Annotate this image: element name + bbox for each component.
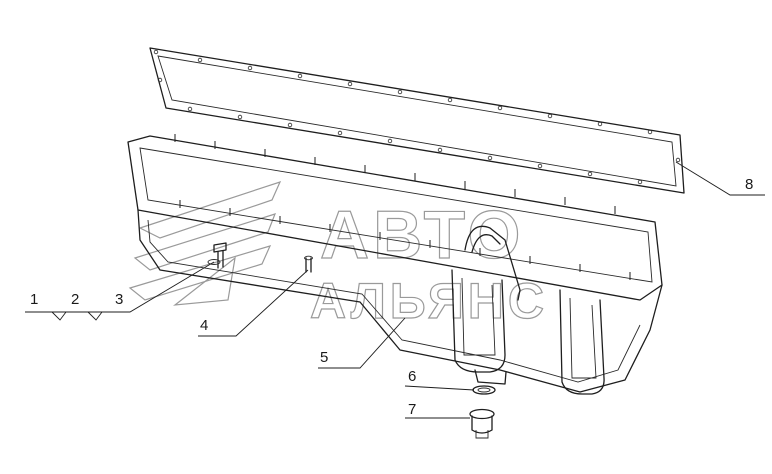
bolt-parts-1-3 [207,242,227,269]
sealing-ring-part-6 [472,385,496,395]
oil-pan-part-5 [127,134,663,395]
leader-8 [675,161,765,196]
callout-3: 3 [115,291,123,308]
callout-1: 1 [30,291,38,308]
callout-labels: 1 2 3 4 5 6 7 8 [30,176,753,418]
callout-8: 8 [745,176,753,193]
leader-tick-2 [87,311,103,321]
leader-4 [198,269,309,337]
flange-bolts [174,134,631,280]
callout-5: 5 [320,349,328,366]
callout-2: 2 [71,291,79,308]
leader-lines [25,161,765,419]
callout-7: 7 [408,401,416,418]
stud-part-4 [304,255,313,273]
gasket-bolt-holes [153,49,681,185]
leader-6 [404,385,475,391]
drain-plug-part-7 [469,408,495,439]
leader-5 [318,317,406,369]
callout-4: 4 [200,317,208,334]
leader-1-3 [25,261,215,313]
leader-tick-1 [51,311,67,321]
watermark-text-bottom: АЛЬЯНС [310,273,548,329]
watermark-logo: АВТО АЛЬЯНС [128,181,548,330]
callout-6: 6 [408,368,416,385]
gasket-part-8 [149,47,685,194]
